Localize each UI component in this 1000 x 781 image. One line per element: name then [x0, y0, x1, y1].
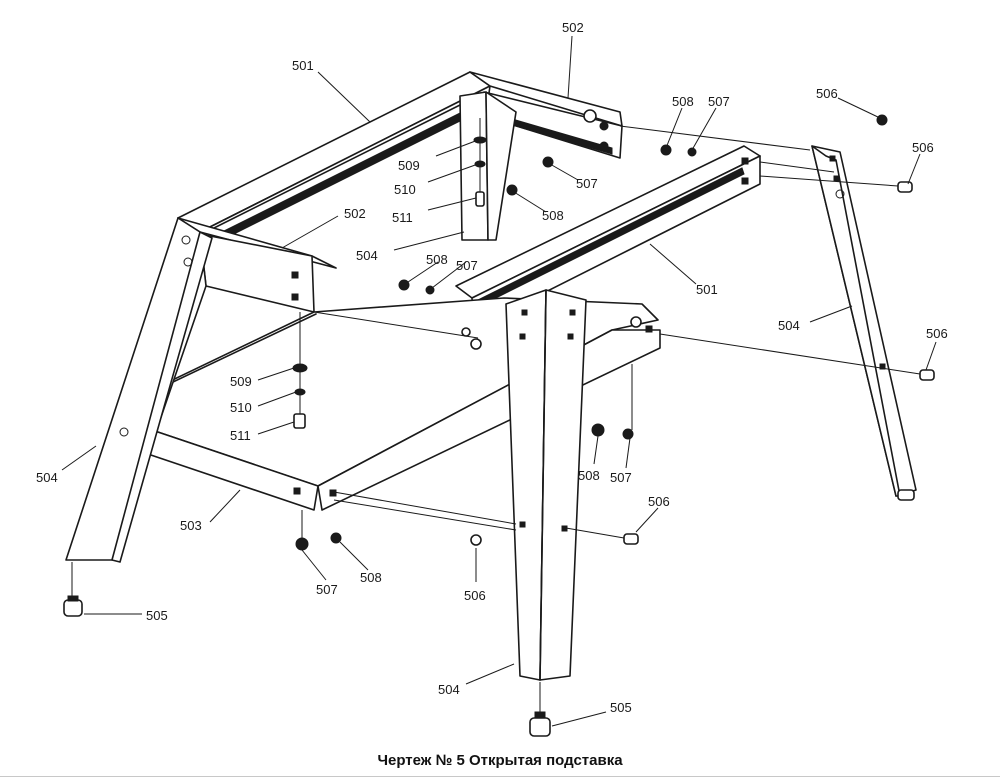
fasteners [292, 109, 935, 551]
top-rail-501-right [455, 145, 761, 329]
callout-506-right-top: 506 [912, 140, 934, 155]
callout-507-lower: 507 [610, 470, 632, 485]
callout-508-lower: 508 [578, 468, 600, 483]
callout-505-left: 505 [146, 608, 168, 623]
top-rail-501-left [177, 71, 491, 247]
leg-504-front-left [65, 217, 213, 563]
bottom-divider [0, 776, 1000, 777]
callout-506-bottom: 506 [464, 588, 486, 603]
callout-502-front: 502 [344, 206, 366, 221]
callout-labels: 501 502 508 507 506 506 509 510 511 507 … [36, 20, 948, 715]
callout-508-mid: 508 [542, 208, 564, 223]
callout-506-lower-right: 506 [648, 494, 670, 509]
callout-506-right-mid: 506 [926, 326, 948, 341]
callout-511-top: 511 [392, 210, 413, 225]
callout-503: 503 [180, 518, 202, 533]
callout-505-center: 505 [610, 700, 632, 715]
callout-507-top: 507 [708, 94, 730, 109]
callout-504-front: 504 [438, 682, 460, 697]
callout-510-left: 510 [230, 400, 252, 415]
foot-505-center [529, 682, 551, 737]
callout-511-left: 511 [230, 428, 251, 443]
callout-508-center: 508 [426, 252, 448, 267]
callout-507-mid: 507 [576, 176, 598, 191]
callout-504-inner: 504 [356, 248, 378, 263]
leg-504-front-center [505, 289, 587, 681]
callout-508-top: 508 [672, 94, 694, 109]
callout-508-bottom: 508 [360, 570, 382, 585]
callout-510-top: 510 [394, 182, 416, 197]
callout-504-left: 504 [36, 470, 58, 485]
foot-505-left [63, 562, 83, 617]
inner-back-leg [459, 91, 517, 241]
callout-501-right: 501 [696, 282, 718, 297]
assembly-lines [301, 125, 921, 540]
callout-501-left: 501 [292, 58, 314, 73]
leader-lines [61, 35, 937, 727]
drawing-caption: Чертеж № 5 Открытая подставка [377, 752, 623, 769]
callout-502-back: 502 [562, 20, 584, 35]
callout-507-bottom: 507 [316, 582, 338, 597]
callout-509-left: 509 [230, 374, 252, 389]
callout-504-right: 504 [778, 318, 800, 333]
callout-509-top: 509 [398, 158, 420, 173]
leg-504-right [811, 145, 917, 501]
callout-506-top: 506 [816, 86, 838, 101]
callout-507-center: 507 [456, 258, 478, 273]
